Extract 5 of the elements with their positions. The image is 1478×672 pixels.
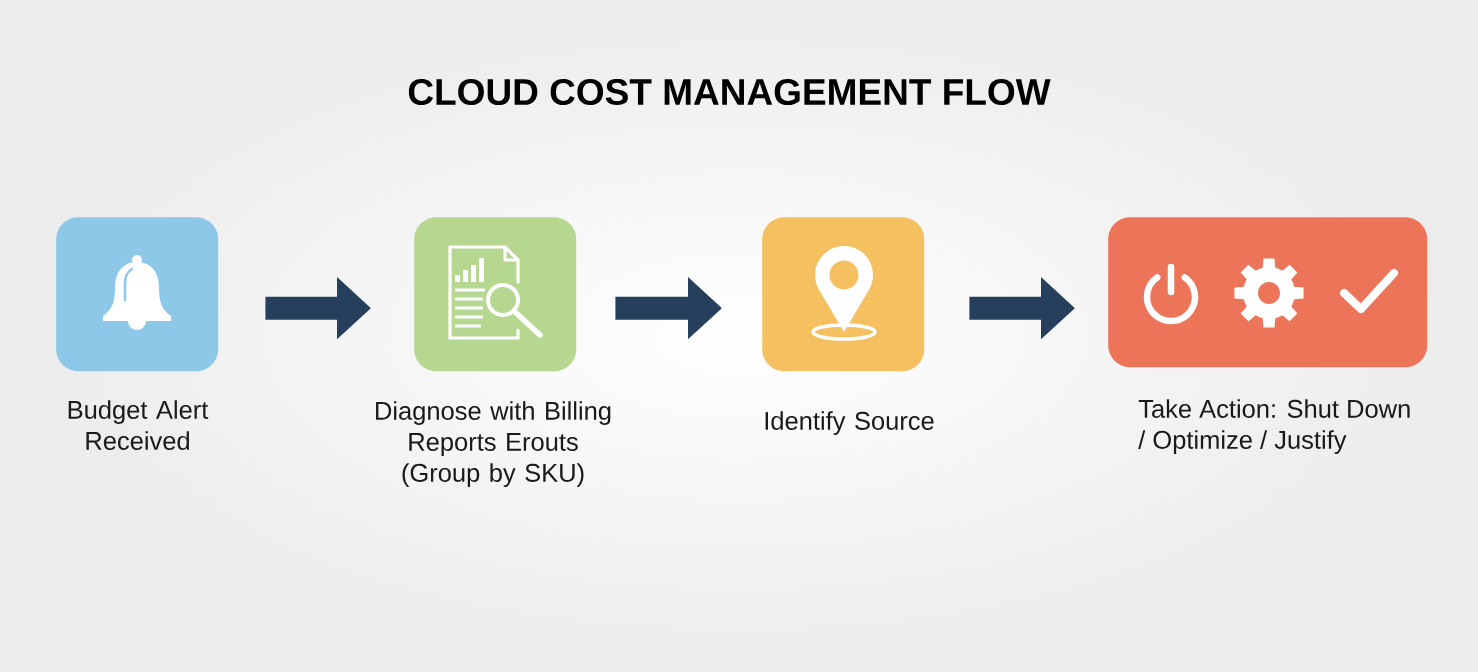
step-label: Budget Alert Received — [68, 400, 209, 450]
step-label: Identify Source — [765, 411, 934, 435]
step-label: Diagnose with Billing Reports Erouts (Group by SKU) — [376, 401, 611, 487]
title: CLOUD COST MANAGEMENT FLOW — [408, 78, 1051, 106]
step-label: Take Action: Shut Down / Optimize / Justify — [1138, 399, 1410, 454]
